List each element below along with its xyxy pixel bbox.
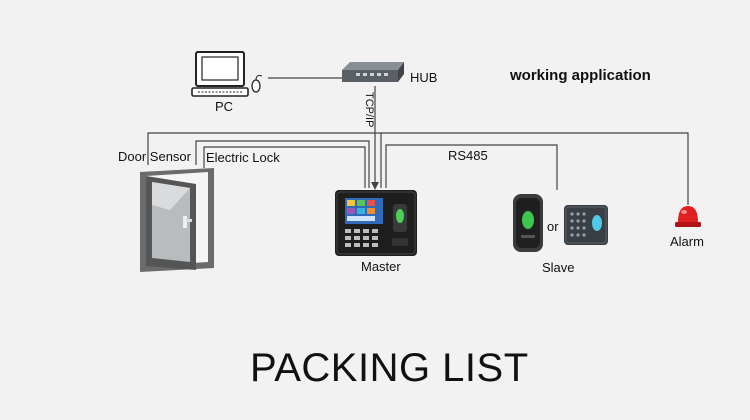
tcpip-label: TCP/IP	[363, 92, 375, 128]
diagram-heading: working application	[510, 67, 651, 84]
alarm-label: Alarm	[670, 234, 704, 249]
door-sensor-wire	[195, 140, 370, 188]
slave-reader-tall-icon	[513, 194, 543, 252]
or-label: or	[547, 219, 559, 234]
slave-reader-keypad-icon	[564, 205, 608, 245]
electric-lock-label: Electric Lock	[206, 150, 280, 165]
pc-icon	[191, 51, 263, 97]
tcpip-arrowhead	[371, 182, 379, 190]
pc-label: PC	[215, 99, 234, 114]
master-label: Master	[361, 259, 401, 274]
master-terminal-icon	[335, 190, 417, 256]
door-sensor-label: Door Sensor	[118, 149, 191, 164]
hub-label: HUB	[410, 70, 438, 85]
connection-lines	[147, 77, 689, 205]
alarm-icon	[675, 206, 701, 227]
hub-icon	[342, 62, 404, 82]
rs485-wire	[385, 144, 558, 190]
electric-lock-wire	[203, 146, 366, 188]
packing-list-title: PACKING LIST	[250, 346, 529, 390]
alarm-wire	[147, 132, 689, 205]
rs485-label: RS485	[448, 148, 488, 163]
slave-label: Slave	[542, 260, 575, 275]
door-icon	[140, 168, 214, 272]
